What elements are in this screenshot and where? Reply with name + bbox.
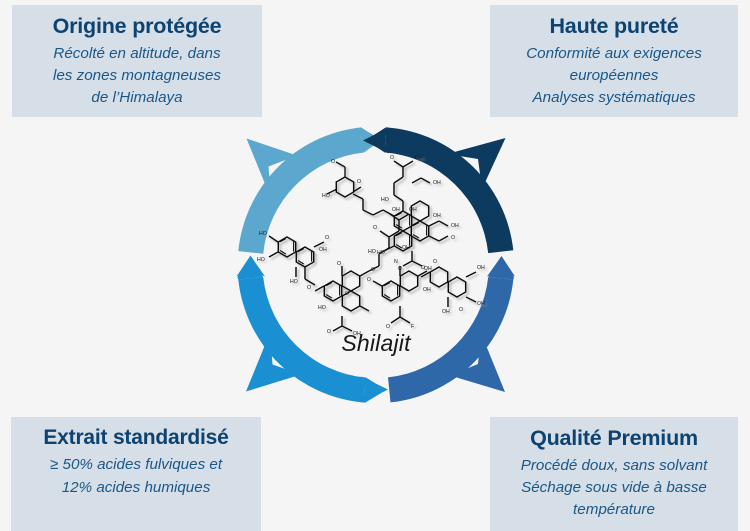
- info-box-purete-line-2: européennes: [569, 67, 659, 85]
- info-box-origine-line-3: de l’Himalaya: [91, 89, 183, 107]
- info-box-purete-line-3: Analyses systématiques: [532, 89, 696, 107]
- info-box-extrait-line-2: 12% acides humiques: [61, 478, 211, 496]
- info-box-origine-line-2: les zones montagneuses: [52, 67, 221, 85]
- cycle-segment-bottom-left: [236, 255, 388, 403]
- info-box-qualite: Qualité Premium Procédé doux, sans solva…: [490, 417, 738, 531]
- info-box-qualite-line-2: Séchage sous vide à basse: [521, 479, 707, 497]
- cycle-center-label: Shilajit: [341, 330, 411, 356]
- cycle-segment-top-left: [238, 127, 384, 254]
- info-box-origine: Origine protégée Récolté en altitude, da…: [12, 5, 262, 117]
- info-box-extrait: Extrait standardisé ≥ 50% acides fulviqu…: [11, 417, 261, 531]
- info-box-origine-title: Origine protégée: [52, 14, 222, 38]
- info-box-purete-title: Haute pureté: [549, 14, 679, 38]
- info-box-origine-line-1: Récolté en altitude, dans: [53, 44, 221, 62]
- cycle-segment-bottom-right: [388, 256, 515, 403]
- cycle-segment-top-right: [363, 127, 514, 254]
- cycle-diagram: [231, 119, 521, 411]
- info-box-purete: Haute pureté Conformité aux exigences eu…: [490, 5, 738, 117]
- info-box-extrait-title: Extrait standardisé: [43, 426, 229, 449]
- info-box-extrait-body: ≥ 50% acides fulviques et 12% acides hum…: [50, 455, 222, 497]
- info-box-purete-line-1: Conformité aux exigences: [526, 44, 702, 62]
- info-box-qualite-body: Procédé doux, sans solvant Séchage sous …: [521, 456, 708, 521]
- info-box-qualite-line-3: température: [573, 501, 655, 519]
- info-box-qualite-title: Qualité Premium: [530, 426, 698, 450]
- info-box-qualite-line-1: Procédé doux, sans solvant: [520, 456, 708, 474]
- info-box-purete-body: Conformité aux exigences européennes Ana…: [526, 44, 702, 109]
- info-box-origine-body: Récolté en altitude, dans les zones mont…: [53, 44, 221, 109]
- info-box-extrait-line-1: ≥ 50% acides fulviques et: [49, 456, 223, 474]
